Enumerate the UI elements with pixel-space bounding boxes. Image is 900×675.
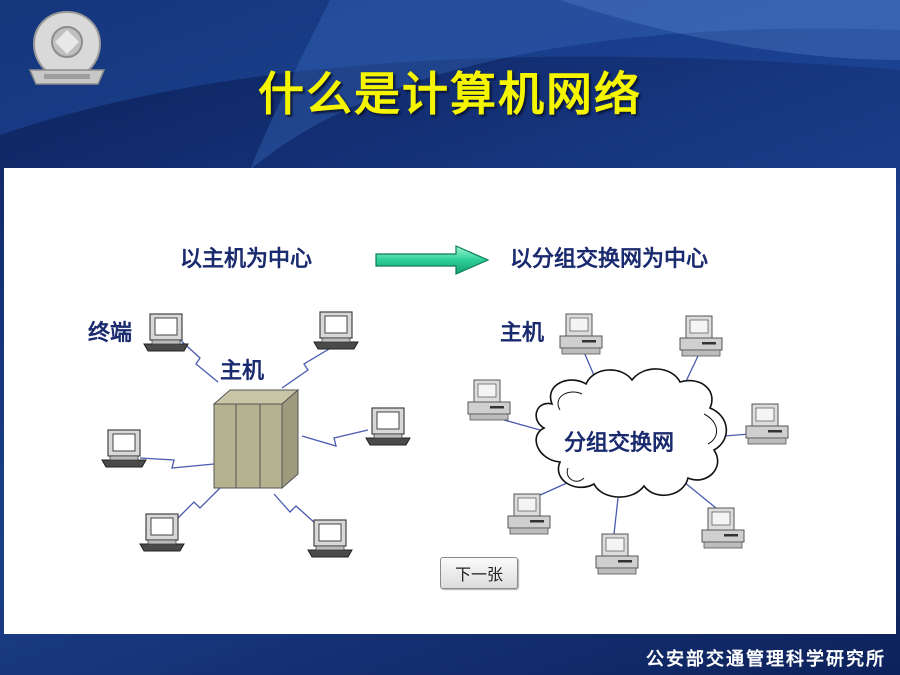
host-centric-diagram: 主机 终端	[88, 311, 411, 558]
network-diagram: 以主机为中心 以分组交换网为中心	[88, 245, 789, 575]
terminal-icon	[139, 513, 185, 552]
police-emblem-icon	[28, 10, 106, 85]
header-swoosh	[0, 0, 900, 170]
host-computer-icon	[595, 533, 639, 575]
diagram-panel: 以主机为中心 以分组交换网为中心	[4, 168, 896, 634]
host-computer-icon	[507, 493, 551, 535]
host-label-right: 主机	[500, 321, 544, 346]
host-computer-icon	[701, 507, 745, 549]
terminal-icon	[101, 429, 147, 468]
transition-arrow-icon	[375, 245, 490, 275]
host-computer-icon	[679, 315, 723, 357]
slide-title: 什么是计算机网络	[258, 67, 642, 121]
cloud-label: 分组交换网	[564, 430, 674, 456]
host-label-left: 主机	[220, 359, 264, 384]
host-computer-icon	[745, 403, 789, 445]
terminal-icon	[365, 407, 411, 446]
cloud-icon	[535, 368, 728, 498]
left-heading: 以主机为中心	[180, 247, 312, 272]
next-slide-button[interactable]: 下一张	[440, 557, 518, 589]
institute-footer: 公安部交通管理科学研究所	[646, 649, 886, 670]
host-computer-icon	[559, 313, 603, 355]
terminal-icon	[307, 519, 353, 558]
host-computer-icon	[467, 379, 511, 421]
terminal-label: 终端	[88, 320, 132, 346]
right-heading: 以分组交换网为中心	[510, 246, 708, 272]
mainframe-icon	[212, 388, 300, 490]
terminal-icon	[143, 313, 189, 352]
packet-switched-diagram: 分组交换网 主机	[467, 313, 789, 575]
terminal-icon	[313, 311, 359, 350]
